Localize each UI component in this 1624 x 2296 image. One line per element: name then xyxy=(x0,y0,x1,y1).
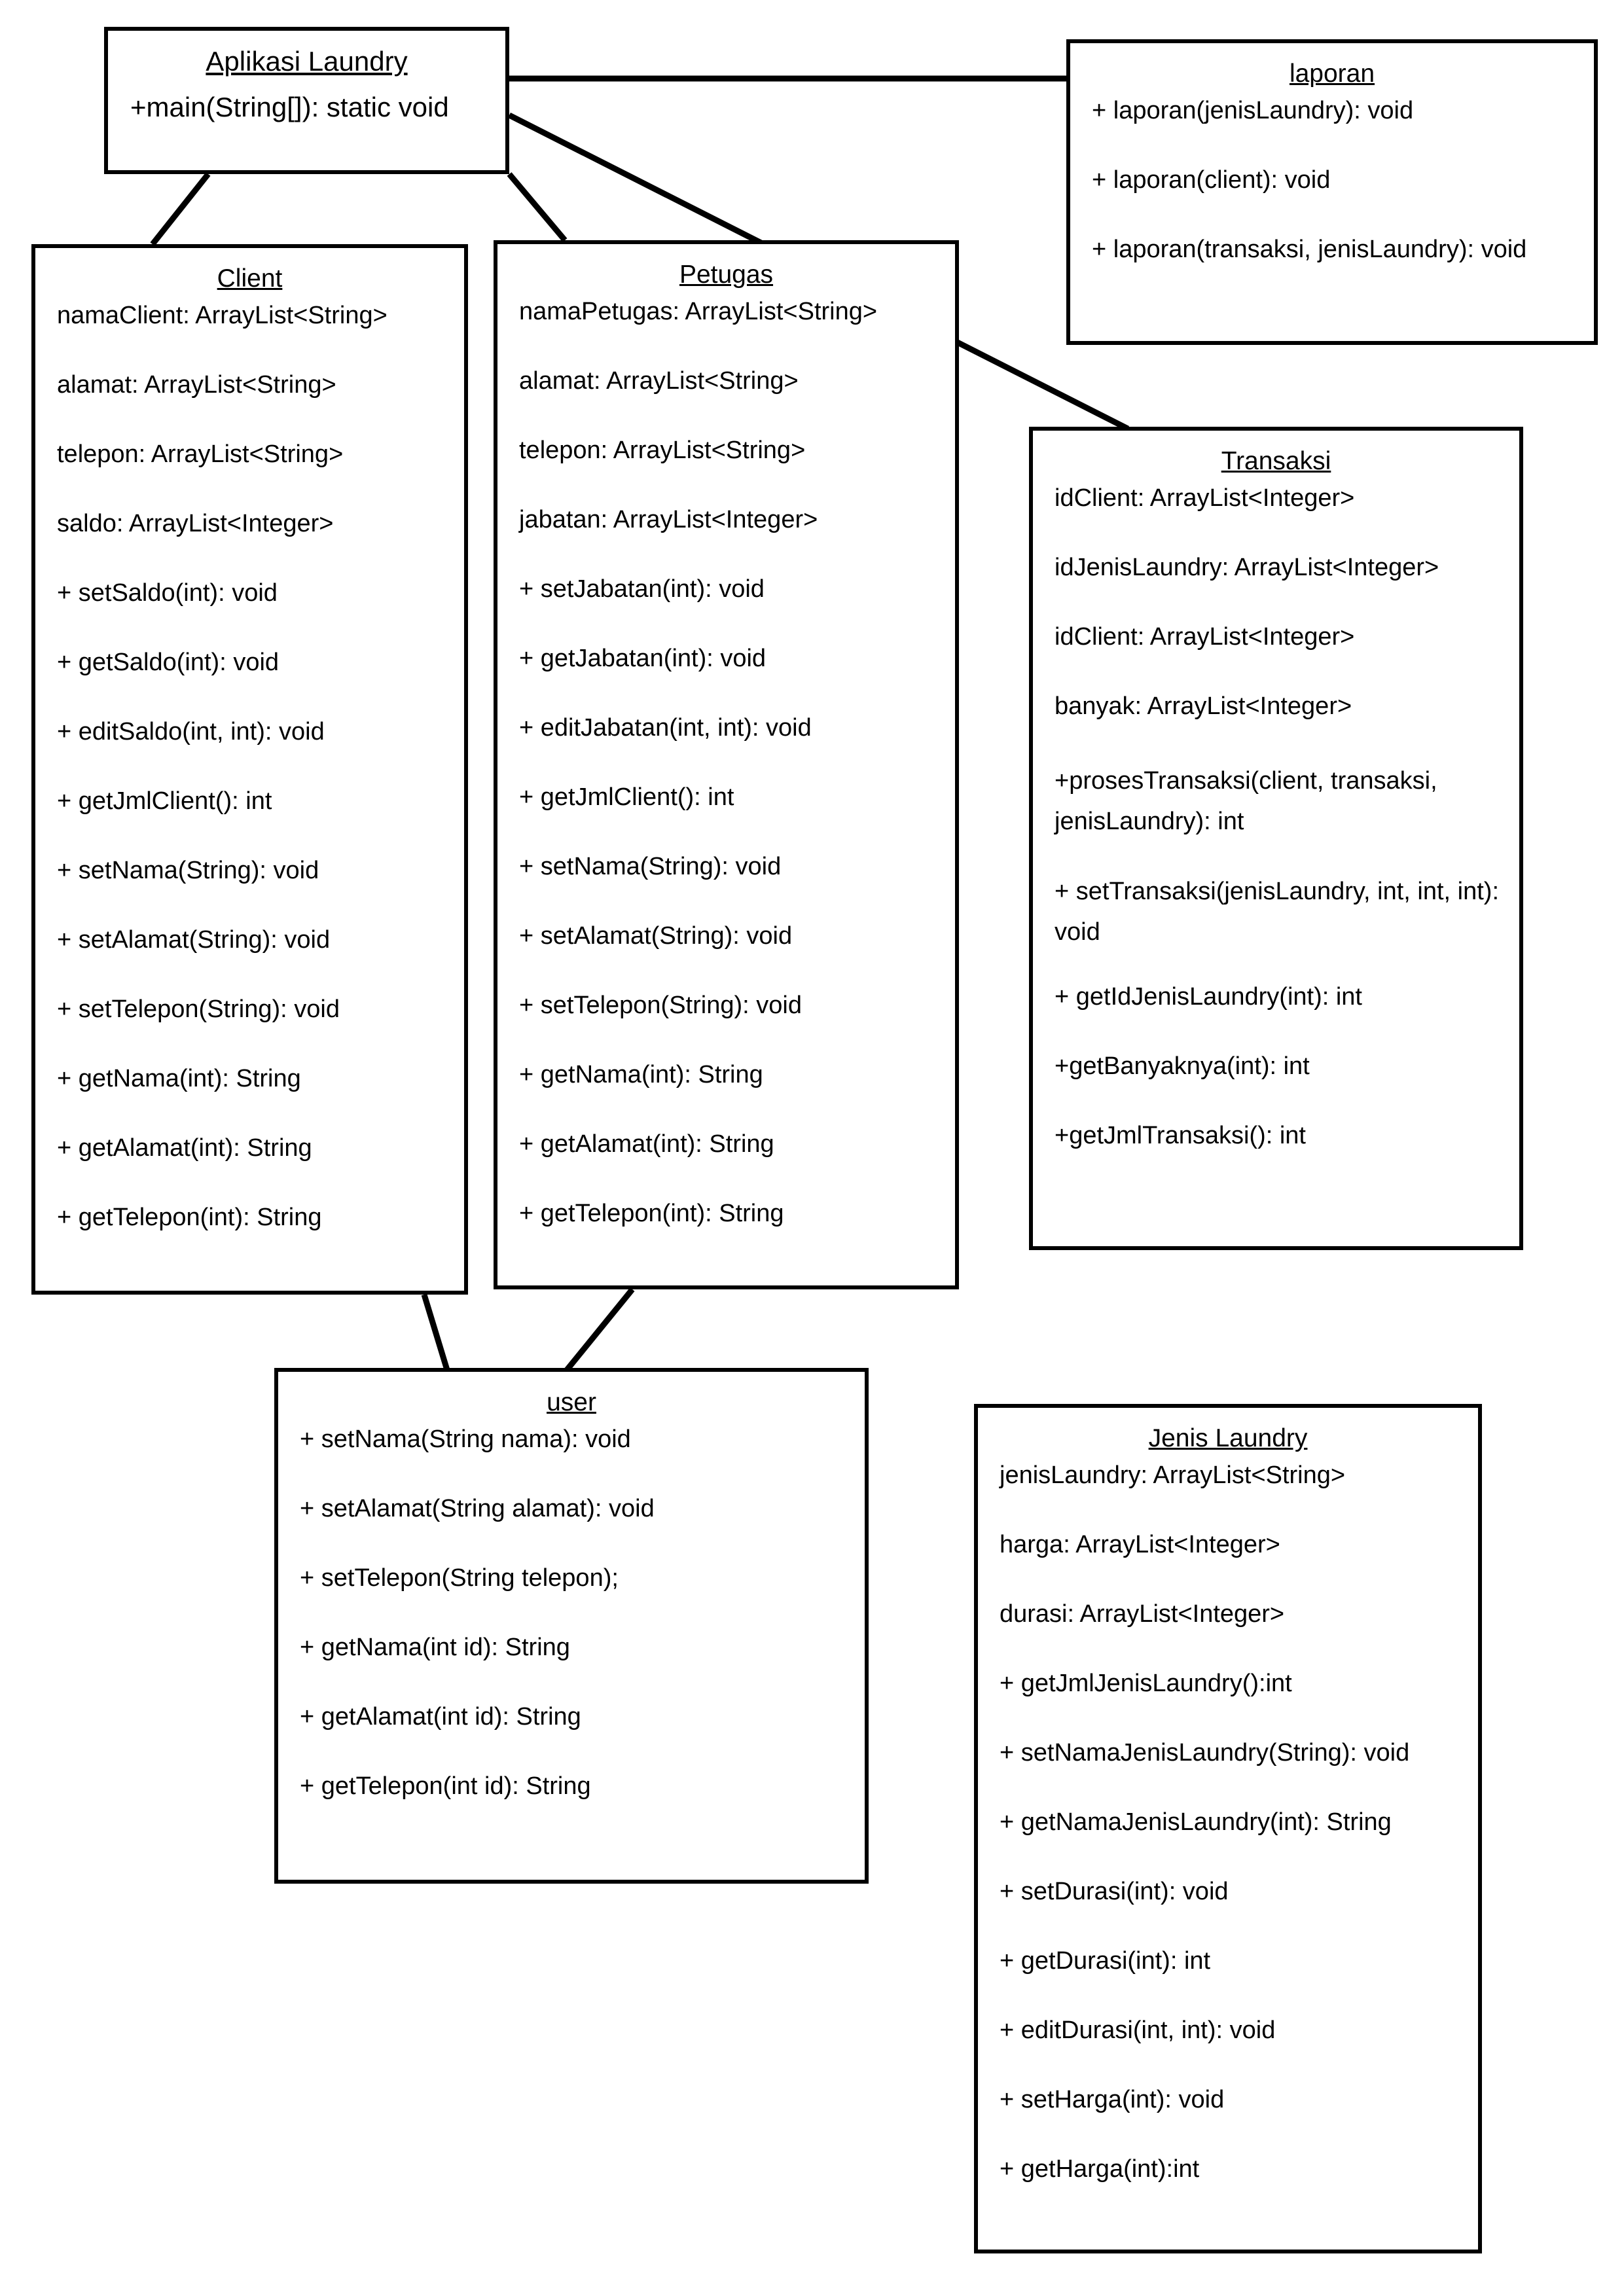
class-transaksi: Transaksi idClient: ArrayList<Integer>id… xyxy=(1029,427,1523,1250)
class-member: + getHarga(int):int xyxy=(1000,2155,1200,2183)
class-client: Client namaClient: ArrayList<String> alam… xyxy=(31,244,468,1295)
class-jenis-laundry: Jenis Laundry jenisLaundry: ArrayList<St… xyxy=(974,1404,1482,2253)
class-member: + editDurasi(int, int): void xyxy=(1000,2017,1276,2044)
class-member: + getTelepon(int id): String xyxy=(300,1772,591,1800)
member-list: namaPetugas: ArrayList<String> alamat: Ar… xyxy=(497,296,955,1229)
class-title: laporan xyxy=(1289,60,1375,88)
member-list: +main(String[]): static void xyxy=(108,92,505,122)
class-member: telepon: ArrayList<String> xyxy=(57,440,344,468)
class-member: +getBanyaknya(int): int xyxy=(1055,1052,1310,1080)
class-member: + editSaldo(int, int): void xyxy=(57,718,325,745)
class-member: + setNama(String): void xyxy=(57,857,319,884)
class-member: + setTelepon(String): void xyxy=(57,996,340,1023)
class-member: banyak: ArrayList<Integer> xyxy=(1055,692,1352,720)
class-member: + getNamaJenisLaundry(int): String xyxy=(1000,1808,1392,1836)
class-member: + setAlamat(String): void xyxy=(519,922,793,950)
class-member: + setSaldo(int): void xyxy=(57,579,278,607)
class-petugas: Petugas namaPetugas: ArrayList<String> al… xyxy=(494,240,959,1289)
class-member: + setAlamat(String alamat): void xyxy=(300,1495,655,1522)
line-petugas-user xyxy=(564,1287,635,1372)
class-member: + setNama(String nama): void xyxy=(300,1426,631,1453)
class-member: + setTransaksi(jenisLaundry, int, int, i… xyxy=(1055,878,1500,946)
class-laporan: laporan + laporan(jenisLaundry): void+ l… xyxy=(1066,39,1598,345)
class-member: + getJabatan(int): void xyxy=(519,645,767,672)
member-list: + laporan(jenisLaundry): void + laporan(c… xyxy=(1070,96,1594,264)
class-member: + getAlamat(int): String xyxy=(57,1134,312,1162)
class-member: +prosesTransaksi(client, transaksi, jeni… xyxy=(1055,767,1437,835)
class-member: + laporan(transaksi, jenisLaundry): void xyxy=(1092,236,1527,263)
class-member: alamat: ArrayList<String> xyxy=(57,371,336,399)
class-title: Transaksi xyxy=(1221,447,1331,475)
class-member: idClient: ArrayList<Integer> xyxy=(1055,623,1355,651)
class-member: + setTelepon(String telepon); xyxy=(300,1564,619,1592)
class-member: + getNama(int): String xyxy=(57,1065,301,1092)
class-member: namaPetugas: ArrayList<String> xyxy=(519,298,878,325)
class-member: + getIdJenisLaundry(int): int xyxy=(1055,983,1362,1011)
class-title: user xyxy=(547,1388,596,1416)
class-member: + setAlamat(String): void xyxy=(57,926,331,954)
class-member: saldo: ArrayList<Integer> xyxy=(57,510,334,537)
class-member: + getAlamat(int id): String xyxy=(300,1703,581,1731)
class-member: + getNama(int id): String xyxy=(300,1634,570,1661)
class-member: + getJmlClient(): int xyxy=(57,787,272,815)
line-client-user xyxy=(421,1293,450,1371)
member-list: namaClient: ArrayList<String> alamat: Arr… xyxy=(35,300,464,1232)
class-member: + setDurasi(int): void xyxy=(1000,1878,1229,1905)
class-member: jabatan: ArrayList<Integer> xyxy=(519,506,818,533)
line-app-petugas xyxy=(507,172,568,242)
class-member: jenisLaundry: ArrayList<String> xyxy=(1000,1462,1346,1489)
class-member: + getTelepon(int): String xyxy=(519,1200,784,1227)
class-member: +getJmlTransaksi(): int xyxy=(1055,1122,1306,1149)
class-member: idJenisLaundry: ArrayList<Integer> xyxy=(1055,554,1439,581)
class-member: + getJmlClient(): int xyxy=(519,783,734,811)
class-member: + getDurasi(int): int xyxy=(1000,1947,1211,1975)
class-user: user + setNama(String nama): void + setAl… xyxy=(274,1368,869,1884)
class-member: + setJabatan(int): void xyxy=(519,575,765,603)
class-aplikasi-laundry: Aplikasi Laundry +main(String[]): static… xyxy=(104,27,509,174)
class-member: + laporan(jenisLaundry): void xyxy=(1092,97,1414,124)
class-title: Jenis Laundry xyxy=(1148,1424,1308,1452)
class-member: + laporan(client): void xyxy=(1092,166,1331,194)
class-member: harga: ArrayList<Integer> xyxy=(1000,1531,1280,1558)
member-list: + setNama(String nama): void + setAlamat(… xyxy=(278,1424,865,1801)
line-app-client xyxy=(150,172,211,246)
member-list: idClient: ArrayList<Integer> idJenisLaund… xyxy=(1033,483,1519,1151)
class-title: Aplikasi Laundry xyxy=(206,46,408,77)
class-title: Petugas xyxy=(679,260,774,289)
class-member: + getSaldo(int): void xyxy=(57,649,280,676)
class-member: durasi: ArrayList<Integer> xyxy=(1000,1600,1285,1628)
class-member: idClient: ArrayList<Integer> xyxy=(1055,484,1355,512)
class-member: + setNama(String): void xyxy=(519,853,782,880)
class-member: + getTelepon(int): String xyxy=(57,1204,322,1231)
class-member: + getJmlJenisLaundry():int xyxy=(1000,1670,1292,1697)
class-member: telepon: ArrayList<String> xyxy=(519,437,806,464)
class-member: + getAlamat(int): String xyxy=(519,1130,774,1158)
class-member: + editJabatan(int, int): void xyxy=(519,714,812,742)
class-member: + setTelepon(String): void xyxy=(519,992,802,1019)
member-list: jenisLaundry: ArrayList<String> harga: Ar… xyxy=(978,1460,1478,2184)
class-member: namaClient: ArrayList<String> xyxy=(57,302,388,329)
class-member: alamat: ArrayList<String> xyxy=(519,367,799,395)
class-title: Client xyxy=(217,264,283,293)
class-member: +main(String[]): static void xyxy=(130,92,449,122)
class-member: + setNamaJenisLaundry(String): void xyxy=(1000,1739,1410,1767)
class-member: + setHarga(int): void xyxy=(1000,2086,1225,2113)
class-member: + getNama(int): String xyxy=(519,1061,763,1088)
